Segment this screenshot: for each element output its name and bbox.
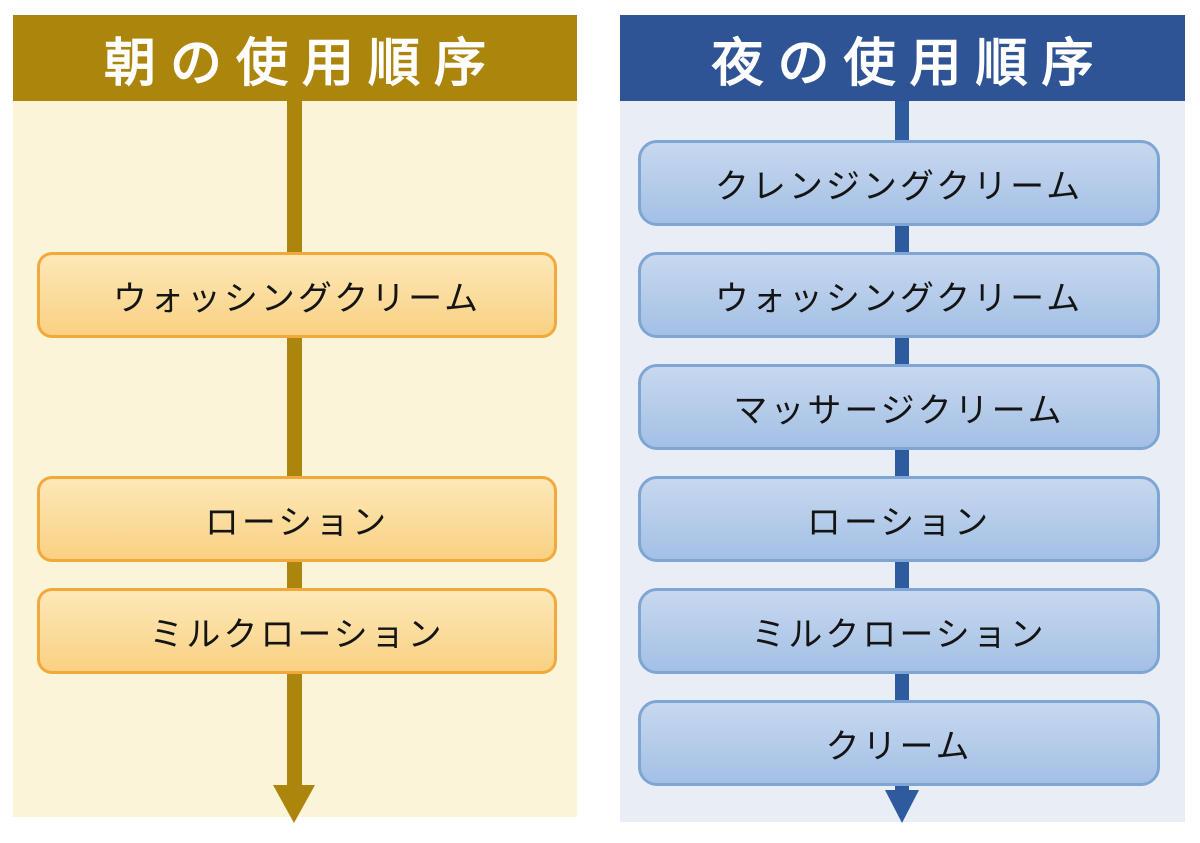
step-label: ローション (806, 503, 992, 542)
step-cream: クリーム (638, 700, 1160, 786)
step-label: ローション (204, 503, 390, 542)
step-cleansing-cream: クレンジングクリーム (638, 140, 1160, 226)
step-lotion: ローション (638, 476, 1160, 562)
step-washing-cream: ウォッシングクリーム (37, 252, 557, 338)
arrow-down-icon (273, 785, 315, 823)
step-lotion: ローション (37, 476, 557, 562)
step-washing-cream: ウォッシングクリーム (638, 252, 1160, 338)
step-label: ウォッシングクリーム (714, 279, 1084, 318)
panel-morning-order: 朝の使用順序 ウォッシングクリーム ローション ミルクローション (13, 15, 577, 823)
step-label: クリーム (825, 727, 973, 766)
panel-night-order: 夜の使用順序 クレンジングクリーム ウォッシングクリーム マッサージクリーム ロ… (620, 15, 1185, 823)
night-panel-title: 夜の使用順序 (620, 15, 1185, 101)
step-label: ミルクローション (751, 615, 1047, 654)
morning-panel-title: 朝の使用順序 (13, 15, 577, 101)
step-milk-lotion: ミルクローション (37, 588, 557, 674)
step-massage-cream: マッサージクリーム (638, 364, 1160, 450)
step-milk-lotion: ミルクローション (638, 588, 1160, 674)
morning-flow-line (287, 101, 302, 793)
arrow-down-icon (885, 790, 919, 823)
step-label: ウォッシングクリーム (112, 279, 482, 318)
step-label: ミルクローション (149, 615, 445, 654)
step-label: クレンジングクリーム (714, 167, 1084, 206)
step-label: マッサージクリーム (733, 391, 1065, 430)
